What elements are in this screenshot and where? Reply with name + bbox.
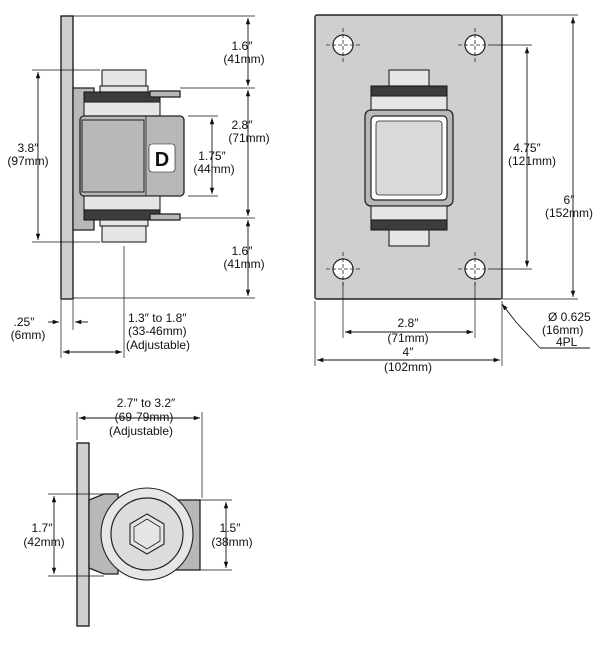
dim-hole-horizontal-metric: (71mm) — [387, 331, 428, 345]
dim-hole-vertical-metric: (121mm) — [508, 154, 556, 168]
dim-right-height-metric: (38mm) — [211, 535, 252, 549]
side-mounting-plate — [60, 15, 74, 300]
side-bottom-nut — [101, 225, 147, 243]
front-view — [314, 14, 503, 300]
dim-hole-dia-qty: 4PL — [556, 335, 578, 349]
logo-letter: D — [155, 149, 169, 171]
mounting-hole-top-left — [326, 28, 360, 62]
dim-plate-width-metric: (102mm) — [384, 360, 432, 374]
front-bottom-collar — [370, 219, 448, 231]
dim-hole-vertical-imperial: 4.75″ — [513, 141, 541, 155]
dim-hole-dia-imperial: Ø 0.625 — [548, 310, 591, 324]
mounting-hole-bottom-right — [458, 252, 492, 286]
dim-body-height-metric: (71mm) — [228, 131, 269, 145]
side-top-arm — [149, 90, 181, 98]
top-mounting-plate — [76, 442, 90, 627]
top-view — [76, 442, 201, 627]
front-bottom-spring — [370, 205, 448, 221]
front-view-dimensions: 4.75″ (121mm) 6″ (152mm) 2.8″ (71mm) 4″ … — [314, 14, 593, 374]
side-bottom-spring — [83, 195, 161, 211]
dim-left-height-metric: (42mm) — [23, 535, 64, 549]
side-bottom-washer — [99, 219, 149, 227]
side-body-panel — [81, 119, 145, 193]
mounting-hole-top-right — [458, 28, 492, 62]
dim-plate-thickness-imperial: .25″ — [14, 315, 36, 329]
dim-offset-metric: (33-46mm) — [128, 324, 187, 338]
dim-plate-thickness-metric: (6mm) — [11, 328, 46, 342]
front-bottom-nut — [388, 229, 430, 247]
dim-body-height-imperial: 2.8″ — [232, 118, 254, 132]
dim-top-gap-imperial: 1.6″ — [232, 39, 254, 53]
dim-plate-height-imperial: 6″ — [564, 193, 576, 207]
side-view-dimensions: 1.6″ (41mm) 2.8″ (71mm) 1.6″ (41mm) 1.75… — [7, 15, 270, 358]
front-top-nut — [388, 69, 430, 87]
dim-offset-imperial: 1.3″ to 1.8″ — [128, 311, 187, 325]
side-top-collar — [83, 91, 161, 103]
front-top-spring — [370, 95, 448, 111]
side-top-nut — [101, 69, 147, 87]
dim-reach-note: (Adjustable) — [109, 424, 173, 438]
brand-logo: D — [148, 143, 176, 173]
mounting-hole-bottom-left — [326, 252, 360, 286]
side-top-washer — [99, 85, 149, 93]
dim-plate-height-metric: (152mm) — [545, 206, 593, 220]
dim-left-height-imperial: 1.7″ — [32, 521, 54, 535]
dim-inner-imperial: 1.75″ — [198, 149, 226, 163]
dim-hole-dia-metric: (16mm) — [542, 323, 583, 337]
top-view-dimensions: 2.7″ to 3.2″ (69-79mm) (Adjustable) 1.7″… — [23, 396, 253, 577]
dim-bottom-gap-metric: (41mm) — [223, 257, 264, 271]
dim-bottom-gap-imperial: 1.6″ — [232, 244, 254, 258]
dim-overall-metric: (97mm) — [7, 154, 48, 168]
dim-inner-metric: (44mm) — [193, 162, 234, 176]
dim-right-height-imperial: 1.5″ — [220, 521, 242, 535]
side-bottom-collar — [83, 209, 161, 221]
front-body-inner — [375, 120, 443, 196]
hex-socket-inner — [133, 518, 161, 550]
dim-offset-note: (Adjustable) — [126, 338, 190, 352]
dim-reach-metric: (69-79mm) — [115, 410, 174, 424]
dim-top-gap-metric: (41mm) — [223, 52, 264, 66]
front-top-collar — [370, 85, 448, 97]
dim-plate-width-imperial: 4″ — [403, 345, 415, 359]
dim-hole-horizontal-imperial: 2.8″ — [398, 316, 420, 330]
side-top-spring — [83, 101, 161, 117]
dim-reach-imperial: 2.7″ to 3.2″ — [117, 396, 176, 410]
side-bottom-arm — [149, 213, 181, 221]
dim-overall-imperial: 3.8″ — [18, 141, 40, 155]
side-view: D — [60, 15, 185, 300]
